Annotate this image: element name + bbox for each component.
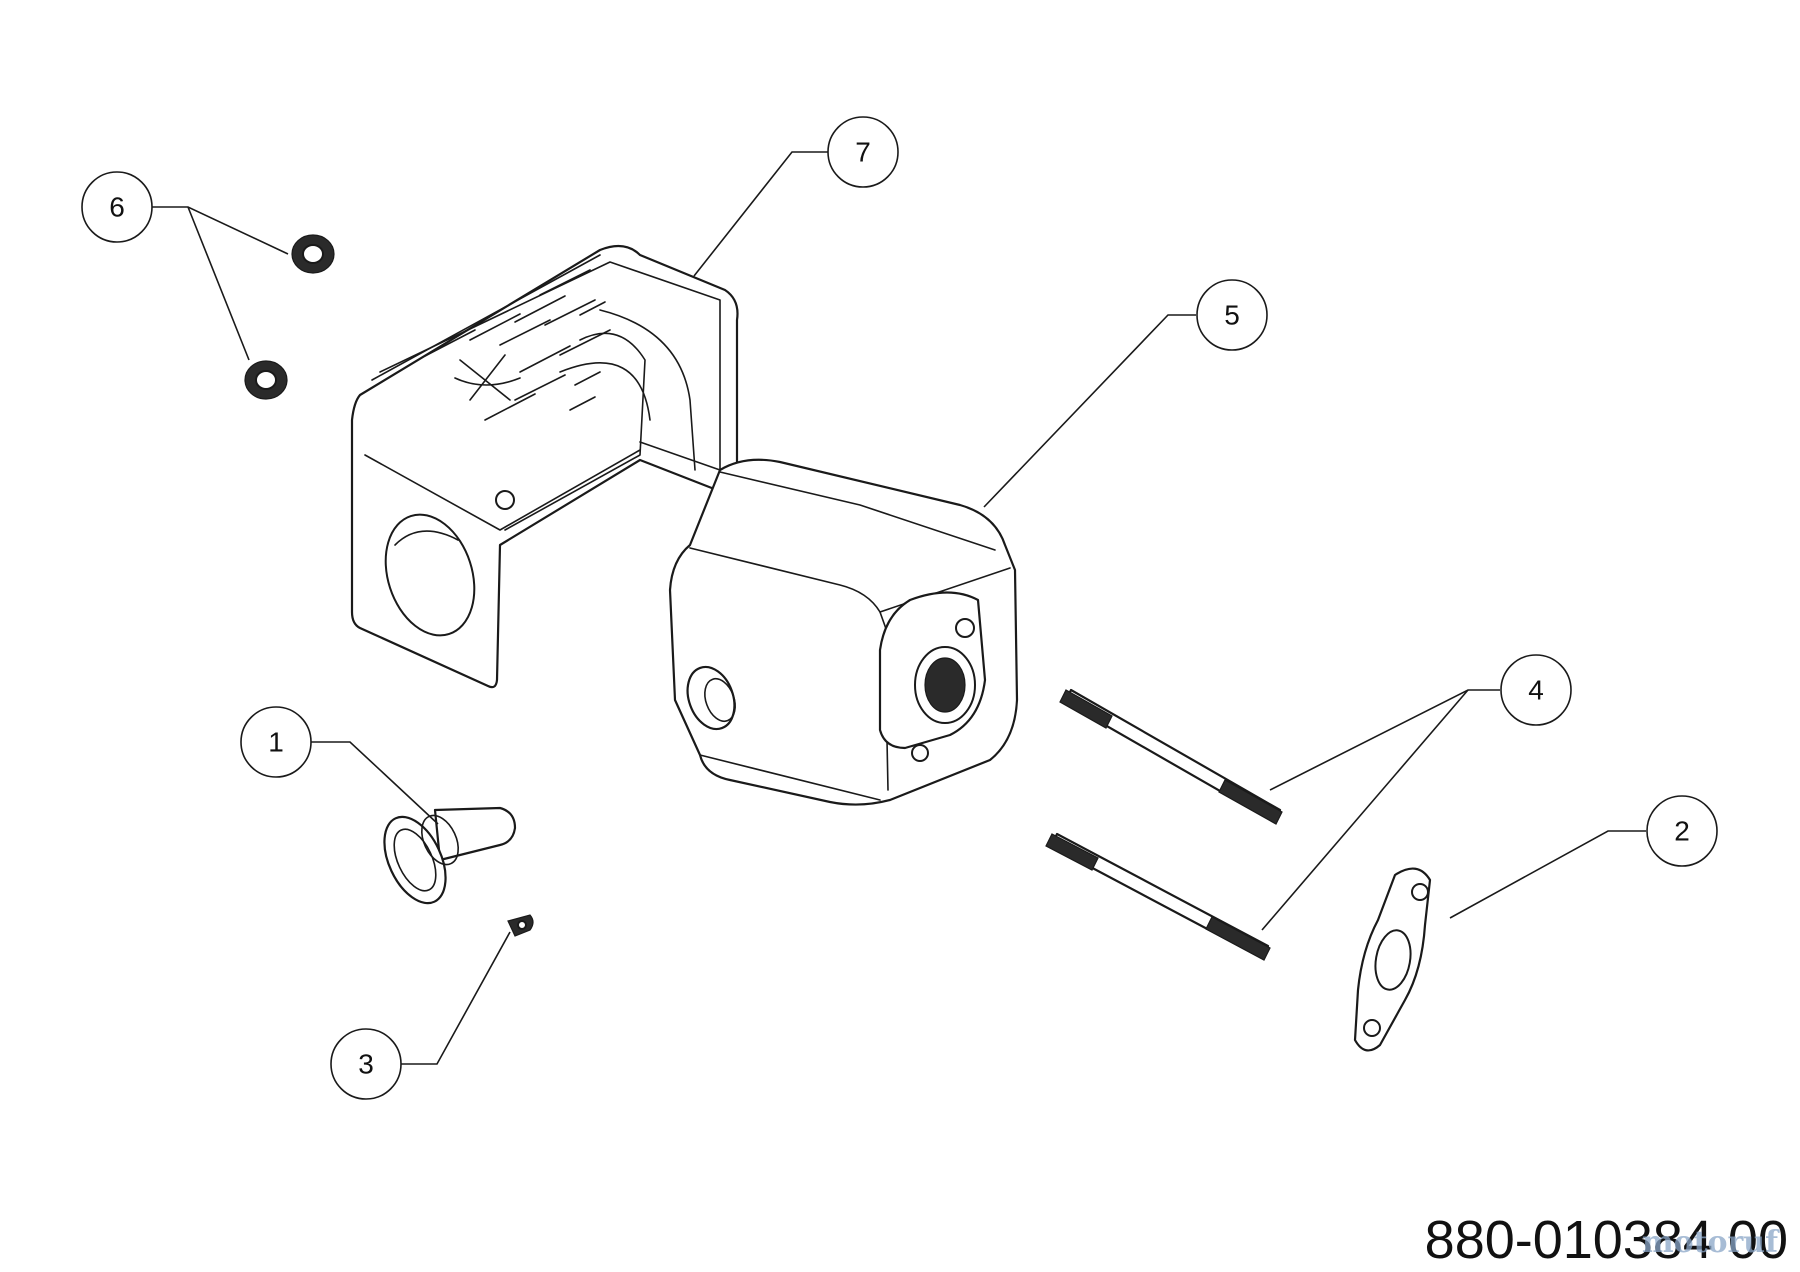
callout-3: 3 (330, 1028, 402, 1100)
heat-shield-slots (424, 269, 611, 421)
callout-6: 6 (81, 171, 153, 243)
leader-2 (1449, 830, 1646, 919)
part-gasket (1353, 867, 1432, 1052)
watermark-text: motoruf (1641, 1225, 1778, 1260)
leader-3 (401, 931, 511, 1065)
callouts: 1 2 3 4 5 6 7 (81, 116, 1718, 1100)
part-heat-shield (350, 244, 739, 689)
leader-6b (187, 206, 250, 361)
callout-2: 2 (1646, 795, 1718, 867)
svg-text:4: 4 (1528, 675, 1544, 706)
part-muffler (668, 458, 1019, 806)
drawing-number: 880-010384 00 (1424, 1210, 1788, 1270)
callout-4: 4 (1500, 654, 1572, 726)
leader-7 (693, 151, 828, 277)
leader-lines (151, 151, 1646, 1065)
part-screw (507, 914, 534, 937)
callout-1: 1 (240, 706, 312, 778)
part-exhaust-tip (383, 806, 517, 905)
callout-7: 7 (827, 116, 899, 188)
svg-text:5: 5 (1224, 300, 1240, 331)
svg-text:7: 7 (855, 137, 871, 168)
svg-text:1: 1 (268, 727, 284, 758)
leader-4b (1261, 689, 1469, 931)
leader-6a (151, 206, 289, 255)
leader-4a (1269, 689, 1500, 791)
callout-5: 5 (1196, 279, 1268, 351)
leader-5 (983, 314, 1196, 508)
svg-text:2: 2 (1674, 816, 1690, 847)
leader-1 (310, 741, 439, 825)
part-flange-nuts (244, 234, 335, 400)
part-studs (1045, 688, 1283, 961)
svg-text:3: 3 (358, 1049, 374, 1080)
svg-text:6: 6 (109, 192, 125, 223)
